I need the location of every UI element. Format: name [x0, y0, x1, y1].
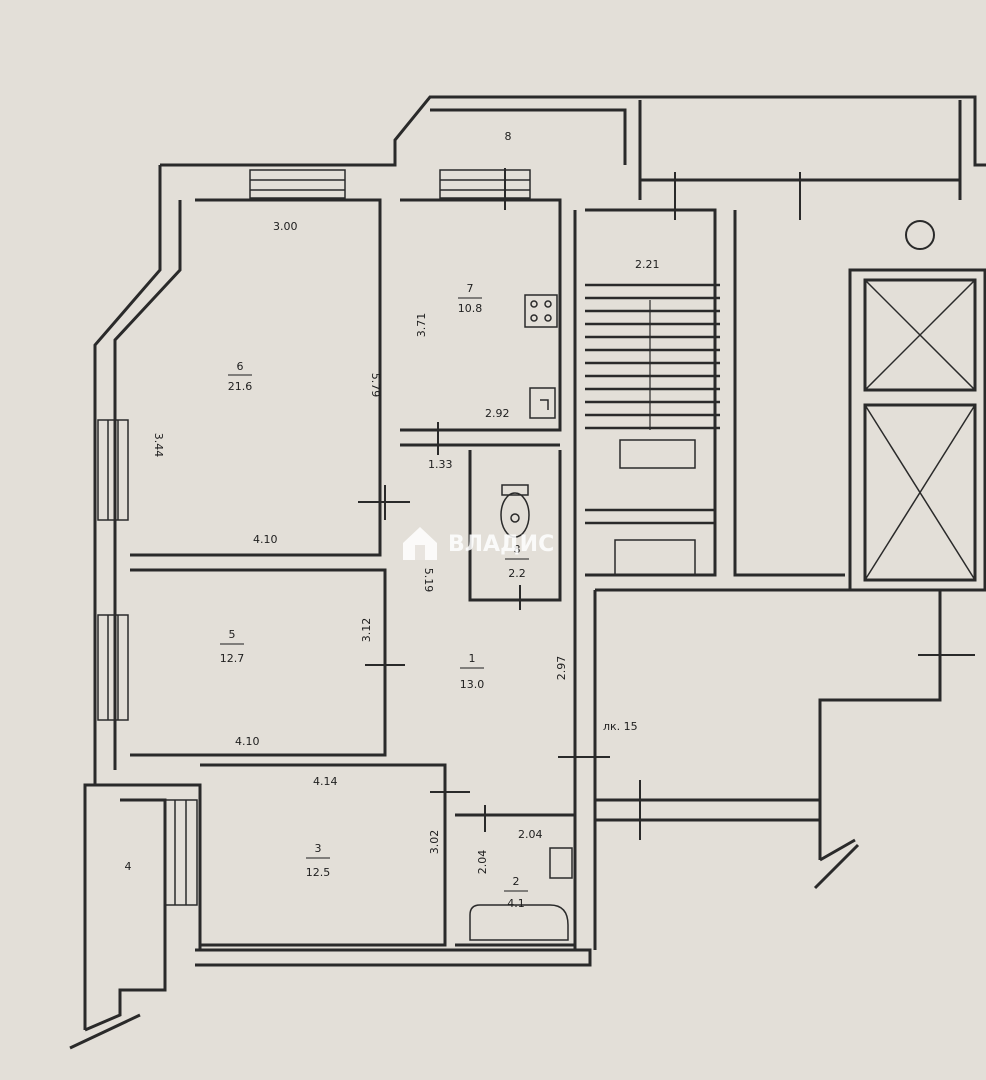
house-logo-icon — [403, 527, 437, 560]
bathroom-sink-icon — [549, 847, 573, 879]
dimension-label: 4.10 — [235, 735, 260, 748]
door-markers — [358, 168, 975, 840]
room-2-number: 2 — [513, 875, 520, 888]
dimension-label: 2.04 — [518, 828, 543, 841]
outer-walls — [69, 95, 986, 1050]
dimension-label: 2.97 — [555, 656, 568, 681]
dimension-label: 5.19 — [422, 568, 435, 593]
dimension-label: 1.33 — [428, 458, 453, 471]
room-labels: 6 21.6 7 10.8 5 12.7 1 13.0 3 12.5 2 4.1… — [125, 130, 529, 910]
dimension-label: 3.71 — [415, 313, 428, 338]
bathtub-icon — [469, 904, 569, 941]
elevator-shafts — [864, 220, 976, 581]
room-1-number: 1 — [469, 652, 476, 665]
balcony-left-label: 4 — [125, 860, 132, 873]
room-6-area: 21.6 — [228, 380, 253, 393]
room-3-number: 3 — [315, 842, 322, 855]
stove-icon — [524, 294, 558, 328]
room-5-area: 12.7 — [220, 652, 245, 665]
room-1-area: 13.0 — [460, 678, 485, 691]
watermark-text: ВЛАДИС — [448, 532, 554, 557]
dimension-label: 4.10 — [253, 533, 278, 546]
toilet-icon — [500, 492, 530, 538]
room-3-area: 12.5 — [306, 866, 331, 879]
sink-icon — [529, 387, 556, 419]
fixtures — [469, 294, 573, 941]
staircase — [585, 283, 720, 576]
windows — [97, 169, 531, 906]
room-5-number: 5 — [229, 628, 236, 641]
room-8-area: 2.2 — [508, 567, 526, 580]
dimension-label: лк. 15 — [603, 720, 638, 733]
room-8-number: 8 — [514, 543, 521, 556]
room-7-area: 10.8 — [458, 302, 483, 315]
dimension-label: 2.92 — [485, 407, 510, 420]
room-2-area: 4.1 — [507, 897, 525, 910]
dimension-label: 4.14 — [313, 775, 338, 788]
dimension-label: 3.02 — [428, 830, 441, 855]
balcony-top-label: 8 — [505, 130, 512, 143]
dimension-label: 2.04 — [476, 850, 489, 875]
room-7-number: 7 — [467, 282, 474, 295]
dimension-label: 3.12 — [360, 618, 373, 643]
dimension-label: 3.44 — [152, 433, 165, 458]
watermark: ВЛАДИС — [403, 527, 554, 560]
dimension-label: 5.79 — [369, 373, 382, 398]
dimension-labels: 3.00 3.44 5.79 4.10 3.71 2.92 1.33 2.21 … — [152, 220, 660, 874]
room-6-number: 6 — [237, 360, 244, 373]
dimension-label: 2.21 — [635, 258, 660, 271]
dimension-label: 3.00 — [273, 220, 298, 233]
